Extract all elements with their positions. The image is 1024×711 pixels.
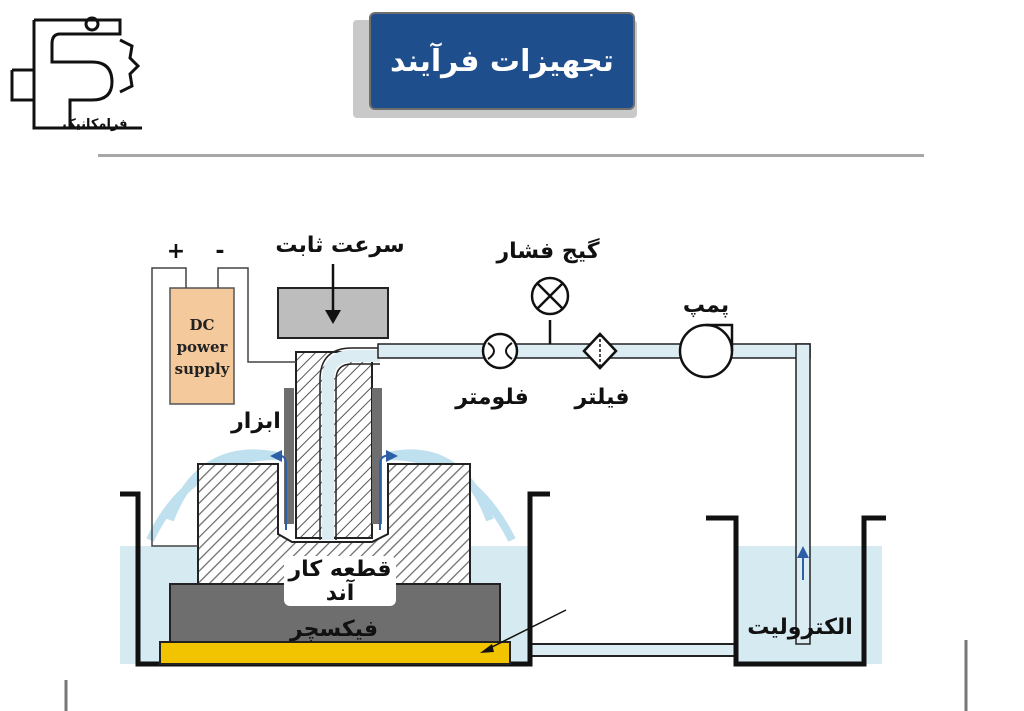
workpiece-label-box	[284, 556, 396, 606]
flow-arrowhead-right	[386, 450, 398, 462]
title-banner: تجهیزات فرآیند	[369, 12, 635, 110]
label-filter: فیلتر	[573, 385, 629, 410]
label-tool: ابزار	[230, 409, 281, 434]
psu-label-1: DC	[190, 316, 215, 334]
logo-text: فرامکانیک	[62, 117, 127, 132]
label-pump: پمپ	[683, 293, 729, 318]
dc-power-supply	[169, 287, 235, 405]
tool-insulation-right	[372, 388, 382, 524]
page-title: تجهیزات فرآیند	[390, 43, 614, 79]
label-workpiece: قطعه کار	[288, 557, 392, 582]
flow-arrowhead-left	[270, 450, 282, 462]
header-divider	[98, 154, 924, 157]
terminal-plus: +	[167, 239, 185, 264]
pump-icon	[678, 323, 734, 379]
label-constant-speed: سرعت ثابت	[275, 233, 404, 258]
flowmeter-icon-arcs	[487, 342, 513, 360]
pump-icon-outlet	[706, 323, 734, 351]
feed-arrowhead	[325, 310, 341, 324]
supply-pipe-corner	[797, 345, 809, 357]
base-pointer-head	[480, 644, 494, 653]
base-plate	[159, 641, 511, 665]
label-flowmeter: فلومتر	[454, 385, 528, 410]
tool-insulation-left	[284, 388, 294, 524]
label-fixture: فیکسچر	[289, 617, 378, 642]
pressure-gauge-cross	[536, 282, 564, 310]
return-pipe	[529, 643, 737, 657]
label-electrolyte: الکترولیت	[747, 615, 852, 640]
brand-logo: فرامکانیک	[10, 16, 142, 132]
suction-arrowhead	[797, 546, 809, 558]
label-anode: آند	[326, 578, 355, 606]
electrical-wiring	[151, 267, 296, 547]
base-pointer	[485, 609, 567, 651]
label-pressure-gauge: گیج فشار	[495, 237, 599, 264]
tool-feed-pipe-outline	[319, 347, 380, 540]
tool-feed-pipe	[322, 350, 380, 540]
psu-label-3: supply	[175, 360, 231, 378]
terminal-minus: -	[215, 239, 224, 264]
psu-label-2: power	[177, 338, 229, 356]
flowmeter-icon	[481, 332, 519, 370]
gear-icon	[10, 16, 142, 130]
supply-pipe-down	[795, 343, 811, 645]
reservoir-tank	[706, 515, 886, 667]
